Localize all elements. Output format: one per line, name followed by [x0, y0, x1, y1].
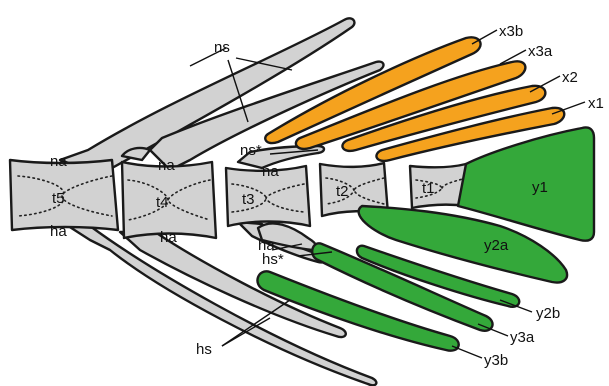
label-ha-t5: ha	[50, 223, 67, 240]
label-t5: t5	[52, 190, 65, 207]
label-ns: ns	[214, 39, 230, 56]
label-na-t3: na	[262, 163, 279, 180]
label-y3b: y3b	[484, 352, 508, 369]
label-hs: hs	[196, 341, 212, 358]
label-x1: x1	[588, 95, 604, 112]
label-t1: t1	[422, 180, 435, 197]
label-x3b: x3b	[499, 23, 523, 40]
label-x3a: x3a	[528, 43, 553, 60]
label-y2a: y2a	[484, 237, 509, 254]
label-hs-star: hs*	[262, 251, 284, 268]
label-na-t4: na	[158, 157, 175, 174]
label-t2: t2	[336, 183, 349, 200]
label-y2b: y2b	[536, 305, 560, 322]
label-ha-t4: ha	[160, 229, 177, 246]
label-y3a: y3a	[510, 329, 535, 346]
label-y1: y1	[532, 179, 548, 196]
label-x2: x2	[562, 69, 578, 86]
label-na-t5: na	[50, 153, 67, 170]
label-t3: t3	[242, 191, 255, 208]
label-ns-star: ns*	[240, 142, 262, 159]
label-t4: t4	[156, 194, 169, 211]
